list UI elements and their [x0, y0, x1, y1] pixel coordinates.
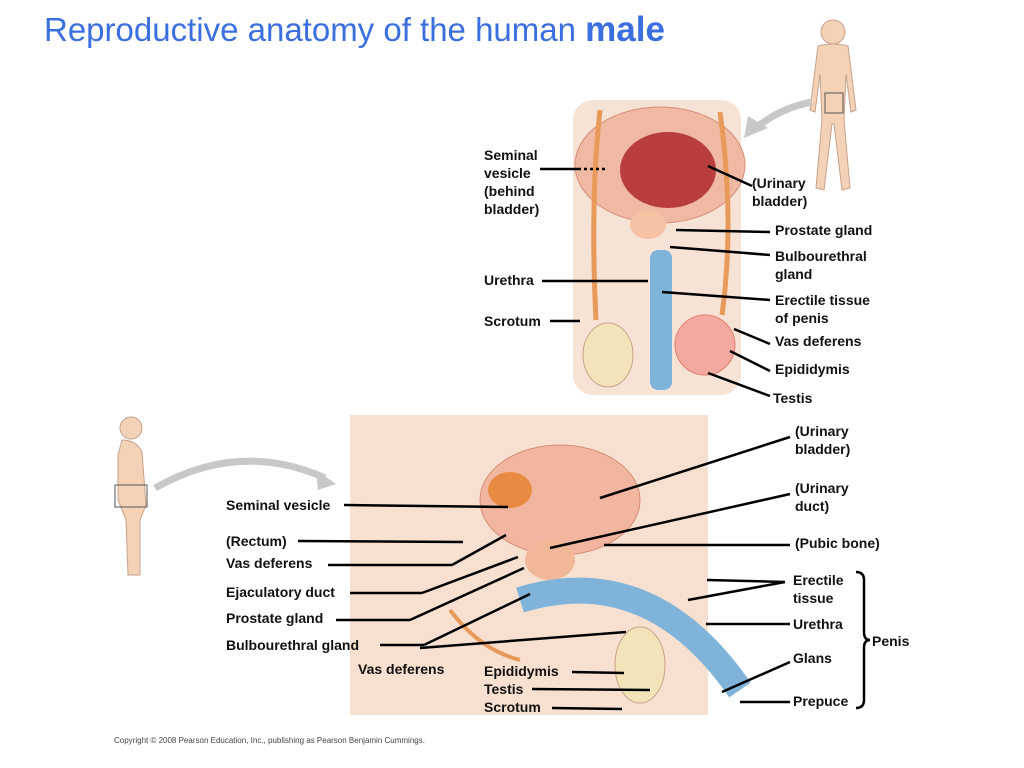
label-vas-deferens-sagittal: Vas deferens [226, 555, 313, 571]
label-epididymis-sagittal: Epididymis [484, 663, 559, 679]
label-bulbourethral-gland-sagittal: Bulbourethral gland [226, 637, 359, 653]
zoom-arrow-bottom [153, 457, 327, 492]
label-pubic-bone: (Pubic bone) [795, 535, 880, 551]
label-urinary-duct: (Urinary duct) [795, 480, 849, 514]
label-erectile-tissue-frontal: Erectile tissue of penis [775, 292, 870, 326]
leader-lines [297, 164, 791, 711]
copyright-notice: Copyright © 2008 Pearson Education, Inc.… [114, 736, 425, 745]
label-glans: Glans [793, 650, 832, 666]
label-prostate-gland-sagittal: Prostate gland [226, 610, 324, 626]
label-urethra-frontal: Urethra [484, 272, 534, 288]
label-epididymis-frontal: Epididymis [775, 361, 850, 377]
zoom-arrow-top [753, 98, 813, 131]
frontal-anatomy-illustration [573, 100, 746, 395]
label-testis-sagittal: Testis [484, 681, 524, 697]
label-seminal-vesicle-sagittal: Seminal vesicle [226, 497, 331, 513]
label-erectile-tissue-sagittal: Erectile tissue [793, 572, 844, 606]
label-testis-frontal: Testis [773, 390, 813, 406]
label-urinary-bladder-sagittal: (Urinary bladder) [795, 423, 851, 457]
label-vas-deferens-frontal: Vas deferens [775, 333, 862, 349]
label-vas-deferens-bottom: Vas deferens [358, 661, 445, 677]
label-prepuce: Prepuce [793, 693, 849, 709]
body-figure-side [114, 416, 148, 576]
label-seminal-vesicle-frontal: Seminal vesicle (behind bladder) [484, 147, 540, 217]
label-urinary-bladder-frontal: (Urinary bladder) [752, 175, 808, 209]
page-title: Reproductive anatomy of the human male [44, 10, 665, 49]
label-ejaculatory-duct: Ejaculatory duct [226, 584, 335, 600]
label-urethra-sagittal: Urethra [793, 616, 843, 632]
label-scrotum-frontal: Scrotum [484, 313, 541, 329]
label-penis: Penis [872, 633, 910, 649]
label-prostate-gland-frontal: Prostate gland [775, 222, 873, 238]
label-bulbourethral-gland-frontal: Bulbourethral gland [775, 248, 867, 282]
body-figure-front [809, 19, 857, 191]
penis-bracket [855, 570, 871, 710]
label-rectum: (Rectum) [226, 533, 287, 549]
label-scrotum-sagittal: Scrotum [484, 699, 541, 715]
